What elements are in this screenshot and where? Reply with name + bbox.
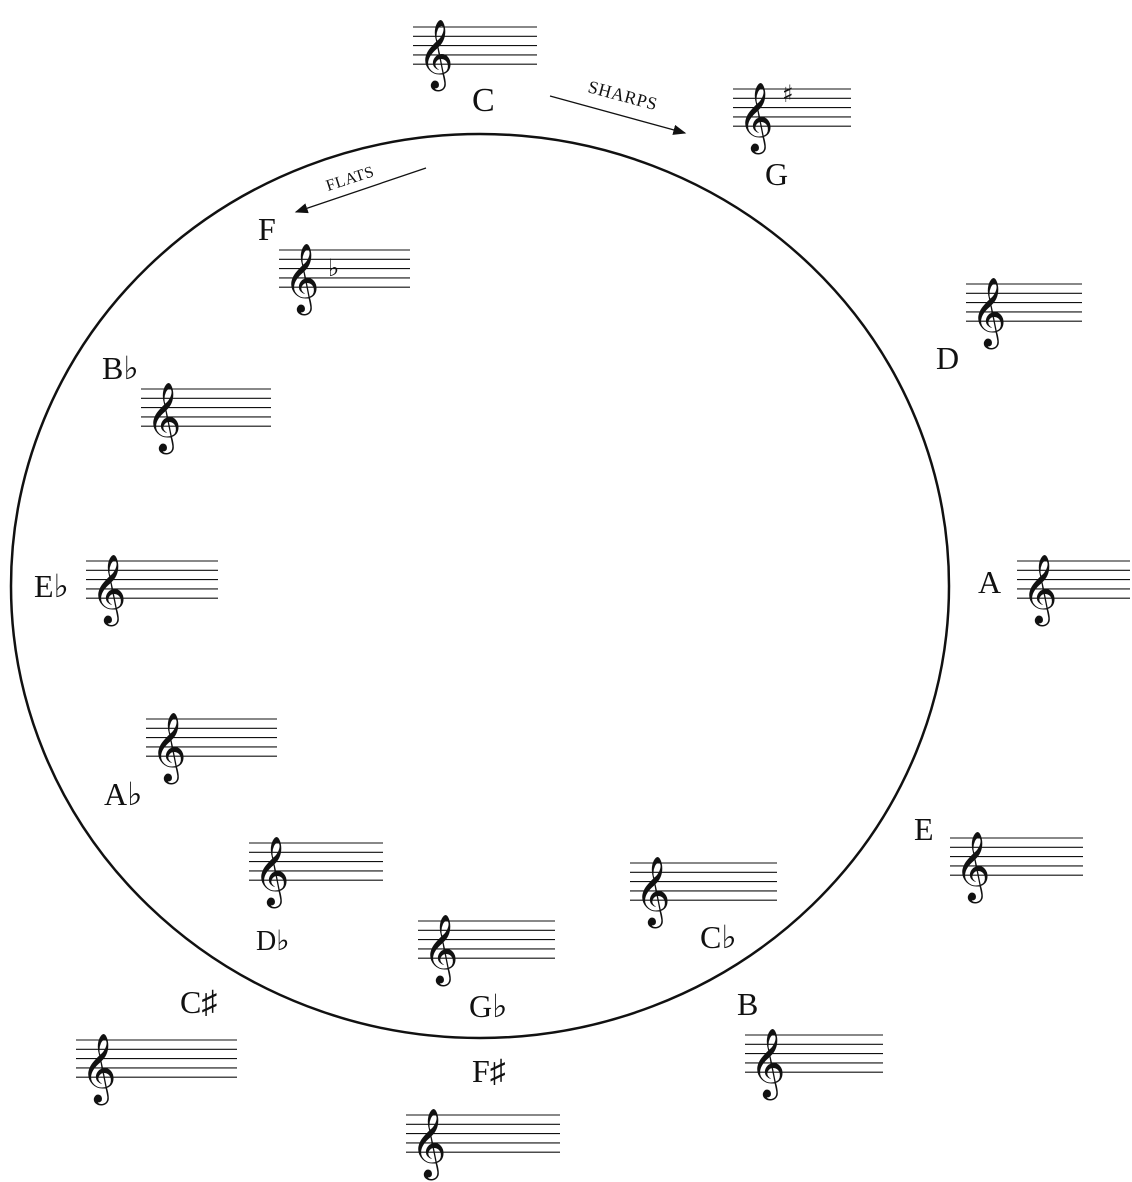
staff-g-flat: 𝄞 [418, 914, 555, 986]
key-label-e-flat: E♭ [34, 568, 69, 604]
treble-clef-icon: 𝄞 [971, 277, 1006, 349]
treble-clef-icon: 𝄞 [146, 382, 181, 454]
key-label-c-flat: C♭ [700, 919, 736, 955]
staff-d-flat: 𝄞 [249, 836, 383, 908]
staff-b: 𝄞 [745, 1028, 883, 1100]
sharps-direction: SHARPS [549, 77, 687, 135]
treble-clef-icon: 𝄞 [1022, 554, 1057, 626]
key-label-c: C [472, 82, 495, 119]
key-label-f-sharp: F♯ [472, 1053, 506, 1089]
treble-clef-icon: 𝄞 [81, 1033, 116, 1105]
key-label-f: F [258, 211, 276, 247]
treble-clef-icon: 𝄞 [151, 712, 186, 784]
key-label-b-flat: B♭ [102, 350, 138, 386]
flats-arrow [294, 167, 427, 214]
key-label-b: B [737, 986, 758, 1022]
key-signature-sharp: ♯ [782, 80, 794, 108]
treble-clef-icon: 𝄞 [423, 914, 458, 986]
staff-c-flat: 𝄞 [630, 856, 777, 928]
staff-e: 𝄞 [950, 831, 1083, 903]
staff-e-flat: 𝄞 [86, 554, 218, 626]
key-label-g-flat: G♭ [469, 988, 507, 1024]
treble-clef-icon: 𝄞 [738, 82, 773, 154]
staff-b-flat: 𝄞 [141, 382, 271, 454]
key-label-a-flat: A♭ [104, 776, 142, 812]
flats-label: FLATS [324, 163, 376, 195]
key-label-d-flat: D♭ [256, 926, 289, 957]
treble-clef-icon: 𝄞 [635, 856, 670, 928]
treble-clef-icon: 𝄞 [284, 243, 319, 315]
treble-clef-icon: 𝄞 [418, 19, 453, 91]
key-label-a: A [978, 564, 1001, 600]
staff-f-sharp: 𝄞 [406, 1108, 560, 1180]
key-signature-flat: ♭ [328, 254, 339, 282]
treble-clef-icon: 𝄞 [750, 1028, 785, 1100]
key-label-e: E [914, 811, 934, 847]
key-label-d: D [936, 340, 959, 376]
circle-outline [9, 132, 951, 1040]
key-label-g: G [765, 156, 788, 192]
treble-clef-icon: 𝄞 [411, 1108, 446, 1180]
sharps-arrow [549, 95, 687, 135]
flats-direction: FLATS [294, 163, 427, 214]
staff-a-flat: 𝄞 [146, 712, 277, 784]
staff-f: 𝄞 ♭ [279, 243, 410, 315]
staff-c-sharp: 𝄞 [76, 1033, 237, 1105]
treble-clef-icon: 𝄞 [91, 554, 126, 626]
staff-a: 𝄞 [1017, 554, 1130, 626]
treble-clef-icon: 𝄞 [955, 831, 990, 903]
staff-c: 𝄞 [413, 19, 537, 91]
key-label-c-sharp: C♯ [180, 984, 217, 1020]
treble-clef-icon: 𝄞 [254, 836, 289, 908]
staff-g: 𝄞 ♯ [733, 80, 851, 154]
staff-d: 𝄞 [966, 277, 1082, 349]
